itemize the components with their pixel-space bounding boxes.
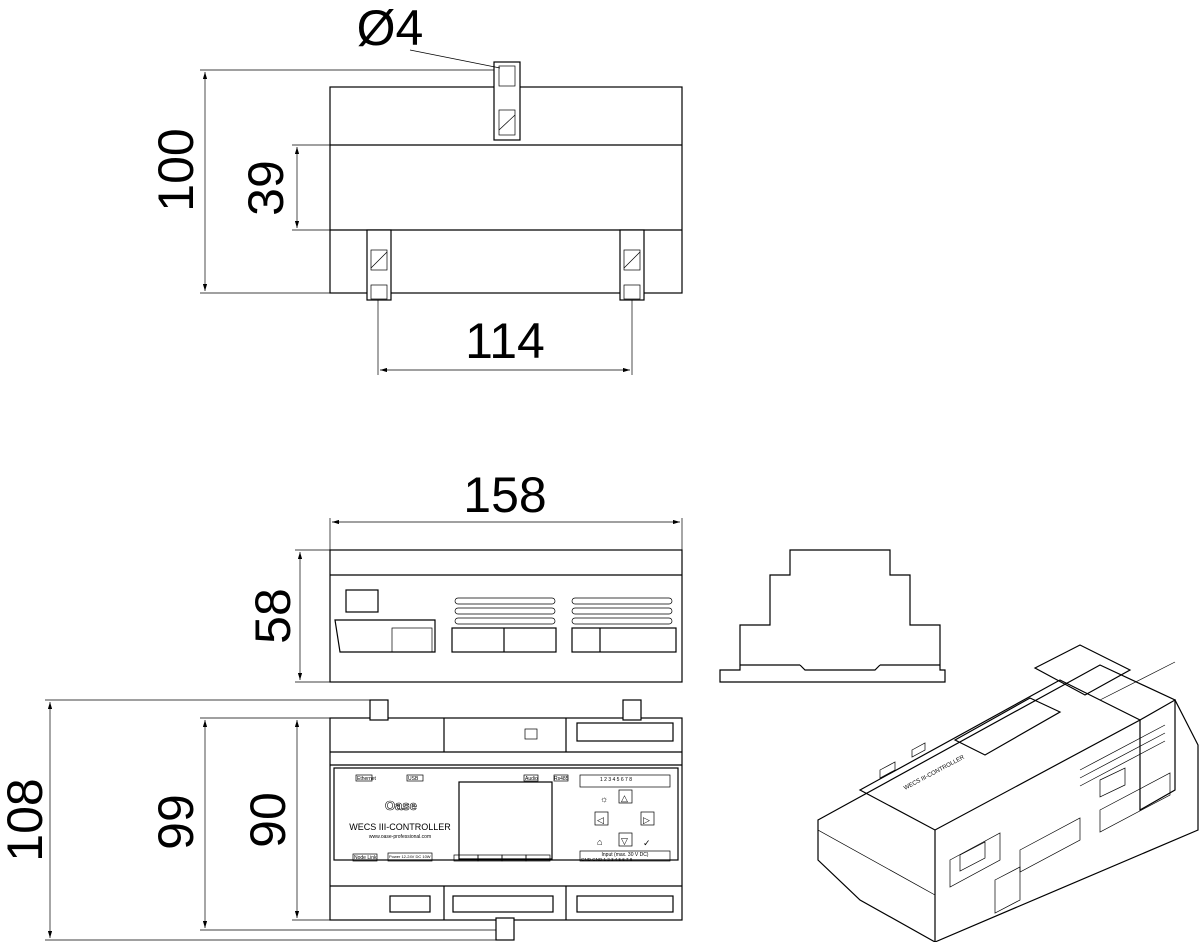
- dim-100: 100: [148, 128, 204, 211]
- label-ethernet: Ethernet: [357, 776, 377, 782]
- model-name: WECS III-CONTROLLER: [349, 822, 451, 832]
- end-profile: [719, 549, 946, 683]
- label-relays: 1 2 3 4 5 6 7 8: [600, 777, 632, 783]
- bottom-clip-right: [619, 229, 645, 301]
- iso-display: [953, 697, 1062, 756]
- top-clip: [493, 61, 521, 141]
- dim-39: 39: [238, 160, 294, 216]
- up-key: [618, 789, 633, 804]
- check-icon: ✓: [643, 838, 651, 848]
- dim-hole-diameter: Ø4: [357, 0, 424, 56]
- front-view: Ethernet USB Audio Rs485 1 2 3 4 5 6 7 8…: [0, 699, 683, 941]
- label-usb: USB: [408, 776, 419, 782]
- label-input: Input (max. 30 V DC): [602, 852, 649, 858]
- display-screen: [458, 781, 553, 860]
- dim-90: 90: [240, 792, 296, 848]
- top-view: 100 39 114 Ø4: [148, 0, 683, 375]
- dim-99: 99: [148, 794, 204, 850]
- label-input-pins: GND GND 1 2 3 4 5 6 7 8: [581, 857, 633, 862]
- brand-logo: Oase: [385, 798, 417, 813]
- brightness-icon: ☼: [600, 794, 608, 804]
- side-view: 158 58: [245, 467, 683, 683]
- label-rs485: Rs485: [554, 776, 569, 782]
- svg-text:▷: ▷: [643, 815, 650, 825]
- dim-158: 158: [463, 467, 546, 523]
- label-power: Power 12-24V DC 10W: [389, 854, 431, 859]
- ethernet-port: [345, 589, 379, 613]
- dim-108: 108: [0, 778, 53, 861]
- url: www.oase-professional.com: [369, 834, 431, 840]
- bottom-clip-left: [366, 229, 392, 301]
- label-audio: Audio: [525, 776, 538, 782]
- label-node-link: Node Link: [354, 855, 377, 861]
- right-key: [640, 811, 655, 826]
- svg-text:◁: ◁: [597, 815, 604, 825]
- isometric-view: WECS III-CONTROLLER: [817, 644, 1199, 942]
- down-key: [618, 832, 633, 847]
- svg-text:▽: ▽: [621, 836, 628, 846]
- dim-114: 114: [465, 313, 545, 369]
- dim-58: 58: [245, 588, 301, 644]
- svg-text:△: △: [621, 793, 628, 803]
- left-key: [594, 811, 609, 826]
- home-icon: ⌂: [597, 837, 602, 847]
